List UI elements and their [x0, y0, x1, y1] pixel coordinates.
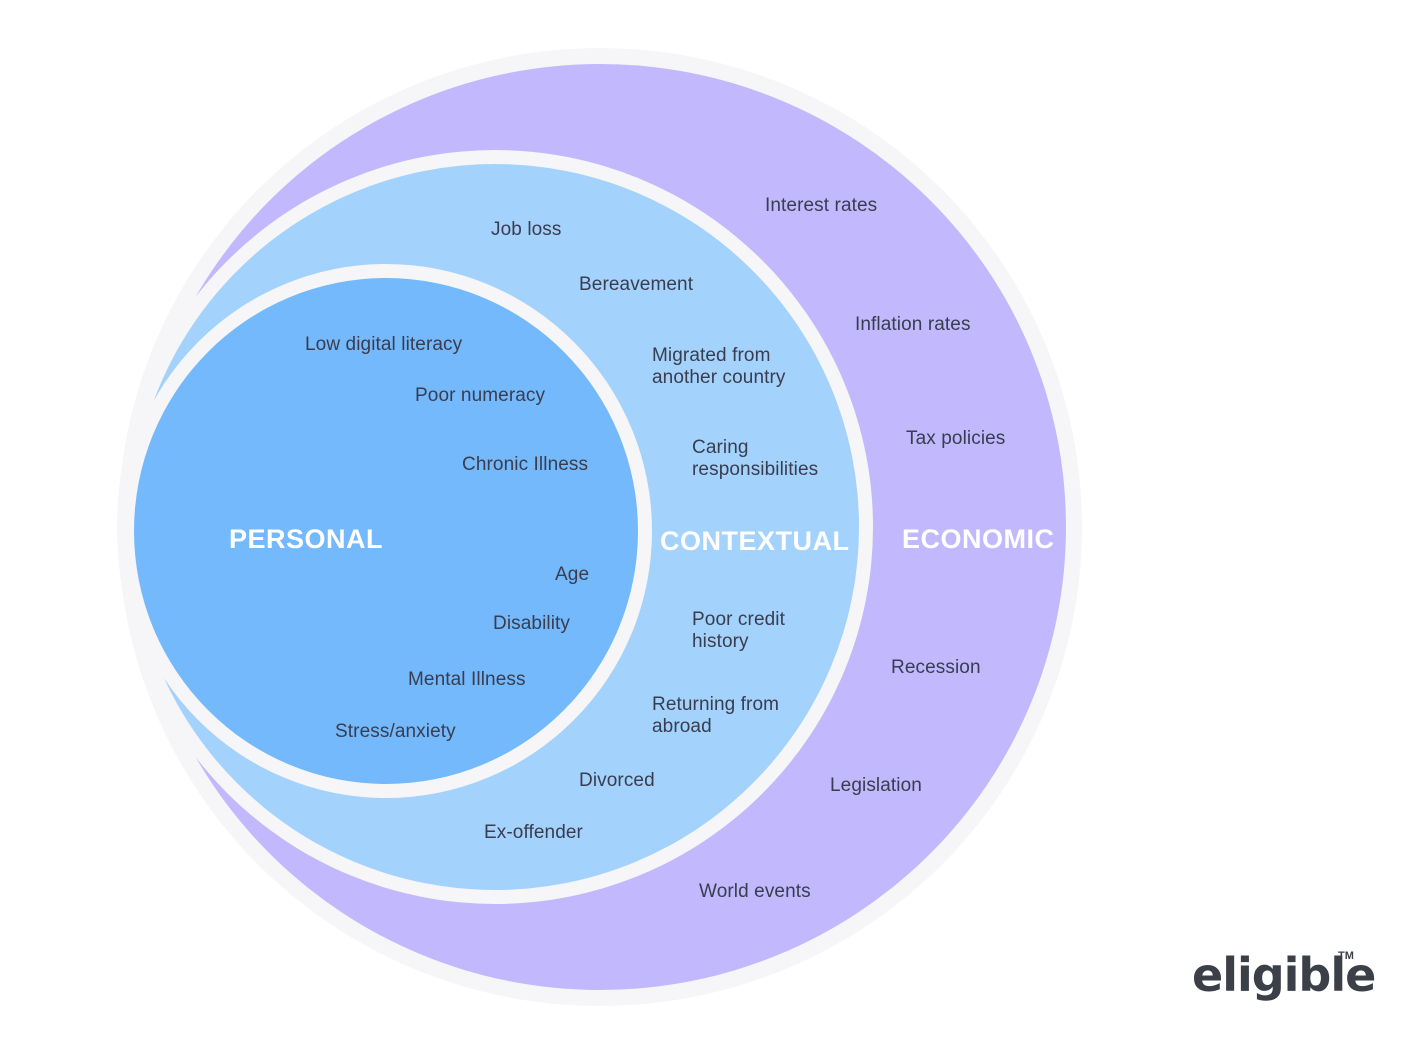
contextual-factor: Returning from abroad — [652, 694, 780, 737]
personal-section-label: PERSONAL — [229, 524, 384, 554]
personal-factor: Low digital literacy — [305, 334, 463, 355]
contextual-factor: Bereavement — [579, 274, 694, 295]
economic-factor: Inflation rates — [855, 314, 971, 335]
contextual-factor: Job loss — [491, 219, 562, 240]
contextual-factor: Divorced — [579, 770, 655, 791]
contextual-factor: Ex-offender — [484, 822, 583, 843]
economic-factor: Legislation — [830, 775, 922, 796]
personal-factor: Chronic Illness — [462, 454, 589, 475]
economic-factor: Interest rates — [765, 195, 878, 216]
contextual-factor: Caring responsibilities — [692, 437, 819, 480]
personal-factor: Poor numeracy — [415, 385, 546, 406]
personal-factor: Age — [555, 564, 590, 585]
contextual-factor: Migrated from another country — [652, 345, 786, 388]
contextual-factor: Poor credit history — [692, 609, 785, 652]
economic-factor: Tax policies — [906, 428, 1006, 449]
contextual-section-label: CONTEXTUAL — [660, 526, 850, 556]
trademark-mark: TM — [1338, 950, 1354, 962]
personal-factor: Stress/anxiety — [335, 721, 456, 742]
economic-section-label: ECONOMIC — [902, 524, 1055, 554]
economic-factor: Recession — [891, 657, 981, 678]
eligible-logo: eligible — [1192, 948, 1376, 1002]
personal-factor: Mental Illness — [408, 669, 526, 690]
economic-factor: World events — [699, 881, 811, 902]
personal-factor: Disability — [493, 613, 571, 634]
